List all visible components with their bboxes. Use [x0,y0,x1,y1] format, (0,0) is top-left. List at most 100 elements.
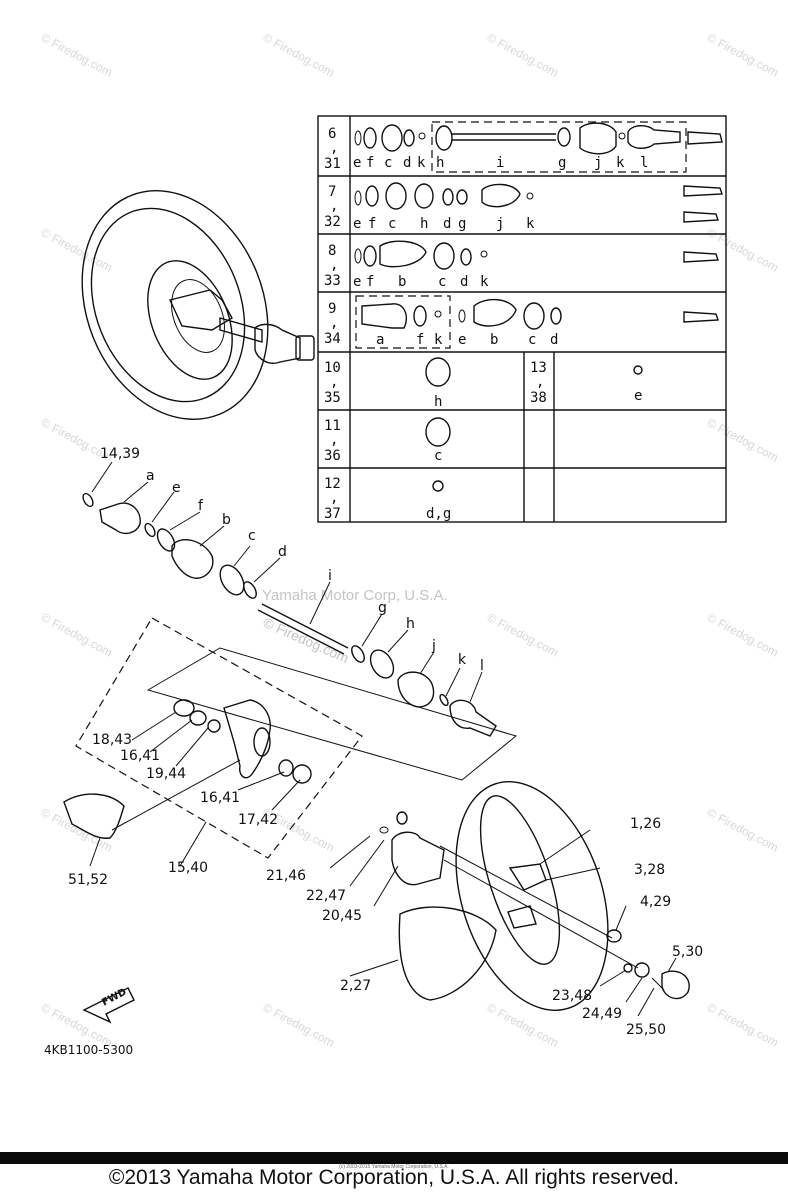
callout: 2,27 [340,978,371,994]
watermark: © Firedog.com [261,30,337,79]
footer-small-copyright: (c) 2003-2015 Yamaha Motor Corporation, … [339,1164,449,1170]
watermark: © Firedog.com [705,415,781,464]
svg-text:k: k [616,155,625,171]
watermark: © Firedog.com [705,225,781,274]
callout: 15,40 [168,860,208,876]
watermark: © Firedog.com [705,610,781,659]
callout: 20,45 [322,908,362,924]
watermark: © Firedog.com [705,805,781,854]
svg-text:g: g [458,216,466,232]
watermark: © Firedog.com [39,610,115,659]
callout: 14,39 [100,446,140,462]
knuckle-group [63,617,518,867]
svg-text:d: d [550,332,558,348]
svg-text:k: k [434,332,443,348]
svg-text:,: , [330,198,338,214]
callout: 22,47 [306,888,346,904]
diagram-code: 4KB1100-5300 [44,1043,133,1057]
svg-text:k: k [480,274,489,290]
callout: i [328,568,332,584]
callout: 1,26 [630,816,661,832]
watermark: © Firedog.com [485,30,561,79]
svg-text:e: e [458,332,466,348]
svg-text:b: b [398,274,406,290]
svg-text:l: l [640,155,648,171]
svg-text:d: d [460,274,468,290]
svg-text:h: h [436,155,444,171]
watermark: © Firedog.com [705,30,781,79]
svg-text:e: e [353,216,361,232]
svg-text:32: 32 [324,214,341,230]
callout: 51,52 [68,872,108,888]
svg-text:a: a [376,332,384,348]
svg-text:38: 38 [530,390,547,406]
callout: 16,41 [200,790,240,806]
svg-text:c: c [434,448,442,464]
watermark-center: Yamaha Motor Corp, U.S.A. [262,587,448,604]
svg-text:,: , [330,140,338,156]
svg-text:e: e [634,388,642,404]
footer-copyright: ©2013 Yamaha Motor Corporation, U.S.A. A… [108,1166,680,1189]
svg-text:,: , [330,432,338,448]
svg-text:,: , [536,374,544,390]
callout: j [431,638,436,654]
callout: 23,48 [552,988,592,1004]
svg-text:d: d [403,155,411,171]
callout: 24,49 [582,1006,622,1022]
callout-labels: 14,39 a e f b c d i g h j k l 18,43 16,4… [68,446,703,1038]
svg-text:11: 11 [324,418,341,434]
watermark: © Firedog.com [485,610,561,659]
svg-text:35: 35 [324,390,341,406]
svg-text:d,g: d,g [426,506,451,522]
watermark: © Firedog.com [485,1000,561,1049]
svg-text:,: , [330,490,338,506]
svg-text:37: 37 [324,506,341,522]
svg-text:e: e [353,155,361,171]
svg-text:f: f [366,274,374,290]
callout: 17,42 [238,812,278,828]
callout: l [480,658,484,674]
parts-diagram: © Firedog.com © Firedog.com © Firedog.co… [39,30,781,1057]
svg-text:36: 36 [324,448,341,464]
svg-text:j: j [496,216,504,232]
callout: f [198,498,204,514]
svg-text:h: h [434,394,442,410]
svg-text:13: 13 [530,360,547,376]
callout: k [458,652,467,668]
callout: 19,44 [146,766,186,782]
svg-text:f: f [366,155,374,171]
svg-text:c: c [388,216,396,232]
callout: c [248,528,256,544]
callout: 18,43 [92,732,132,748]
svg-text:34: 34 [324,331,341,347]
callout: 5,30 [672,944,703,960]
svg-text:d: d [443,216,451,232]
callout: a [146,468,155,484]
front-wheel-assembly-bottom [329,781,690,1017]
svg-text:9: 9 [328,301,336,317]
svg-text:7: 7 [328,184,336,200]
svg-text:,: , [330,315,338,331]
watermark-center-2: © Firedog.com [261,614,352,666]
svg-text:f: f [416,332,424,348]
callout: e [172,480,181,496]
svg-text:k: k [526,216,535,232]
svg-text:j: j [594,155,602,171]
callout: g [378,600,387,616]
callout: 4,29 [640,894,671,910]
watermark: © Firedog.com [261,1000,337,1049]
callout: 21,46 [266,868,306,884]
svg-text:12: 12 [324,476,341,492]
svg-text:k: k [417,155,426,171]
svg-text:c: c [528,332,536,348]
callout: b [222,512,231,528]
watermark: © Firedog.com [39,805,115,854]
svg-text:g: g [558,155,566,171]
svg-text:,: , [330,257,338,273]
drive-shaft-exploded [82,461,497,737]
svg-text:6: 6 [328,126,336,142]
svg-text:31: 31 [324,156,341,172]
svg-text:e: e [353,274,361,290]
svg-text:c: c [384,155,392,171]
callout: 25,50 [626,1022,666,1038]
